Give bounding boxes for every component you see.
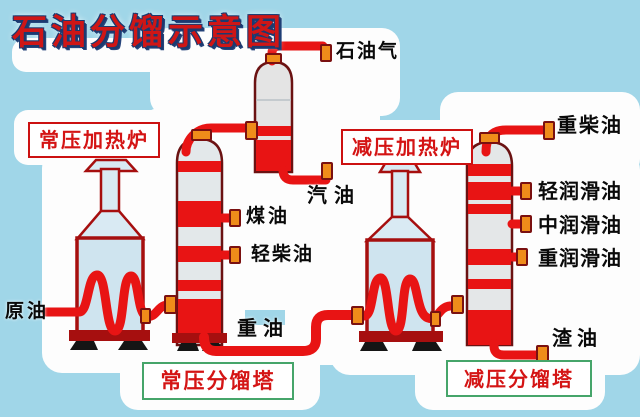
furnace-base bbox=[69, 330, 150, 341]
atmospheric-tower-label: 常压分馏塔 bbox=[142, 362, 294, 400]
furnace-foot bbox=[70, 341, 98, 350]
kerosene-label: 煤油 bbox=[246, 205, 291, 227]
atmospheric-tower bbox=[172, 137, 227, 351]
tray-band bbox=[178, 246, 221, 262]
tray-band bbox=[468, 164, 511, 176]
vacuum-tower-label: 减压分馏塔 bbox=[446, 360, 592, 397]
furnace-foot bbox=[360, 342, 388, 351]
tower-bottoms-liquid bbox=[468, 310, 511, 345]
kerosene-valve bbox=[229, 209, 241, 227]
furnace-outlet-valve bbox=[140, 308, 151, 324]
light-diesel-valve bbox=[229, 246, 241, 264]
separator-cap bbox=[265, 53, 282, 64]
heavy-diesel-label: 重柴油 bbox=[557, 113, 623, 137]
light-lube-valve bbox=[520, 182, 532, 200]
petroleum-gas-valve bbox=[320, 44, 332, 62]
gasoline-label: 汽油 bbox=[307, 183, 361, 207]
pipes bbox=[41, 41, 551, 360]
page-title: 石油分馏示意图 bbox=[12, 13, 286, 53]
petroleum-gas-label: 石油气 bbox=[336, 40, 400, 62]
tray-band bbox=[468, 204, 511, 214]
tray-band bbox=[178, 280, 221, 291]
separator-liquid bbox=[256, 140, 291, 171]
tray-band bbox=[468, 249, 511, 265]
residual-oil-label: 渣油 bbox=[552, 326, 602, 350]
tower-cap bbox=[191, 129, 212, 141]
furnace-foot bbox=[118, 341, 148, 350]
furnace-base bbox=[359, 331, 443, 342]
tray-band bbox=[468, 279, 511, 289]
medium-lube-label: 中润滑油 bbox=[538, 213, 622, 237]
heavy-oil-label: 重油 bbox=[237, 316, 289, 340]
tower-trays bbox=[178, 161, 221, 335]
atmospheric-furnace-label: 常压加热炉 bbox=[28, 122, 160, 158]
medium-lube-valve bbox=[520, 215, 532, 233]
separator-inlet-valve bbox=[245, 121, 258, 140]
heavy-diesel-valve bbox=[543, 121, 555, 140]
separator-band bbox=[256, 126, 291, 136]
petroleum-gas-pipe bbox=[267, 41, 328, 66]
furnace-inlet-valve bbox=[351, 306, 364, 325]
vacuum-furnace-coil bbox=[359, 273, 455, 336]
tower-trays bbox=[468, 164, 511, 345]
furnace-outlet-valve bbox=[430, 311, 441, 327]
light-diesel-label: 轻柴油 bbox=[251, 243, 315, 265]
heavy-lube-label: 重润滑油 bbox=[538, 246, 622, 270]
tower-cap bbox=[479, 132, 500, 144]
vacuum-furnace-label: 减压加热炉 bbox=[341, 129, 473, 165]
tower-foot bbox=[177, 343, 199, 351]
gasoline-pipe bbox=[278, 165, 331, 185]
light-lube-label: 轻润滑油 bbox=[538, 179, 622, 203]
tower-inlet-valve bbox=[164, 295, 177, 314]
furnace-foot bbox=[412, 342, 442, 351]
furnace-chimney bbox=[390, 169, 410, 219]
furnace-chimney bbox=[99, 167, 121, 214]
tower-inlet-valve bbox=[451, 295, 464, 314]
tower-bottoms-liquid bbox=[178, 299, 221, 335]
tray-band bbox=[178, 201, 221, 227]
tray-band bbox=[178, 161, 221, 172]
vacuum-tower bbox=[465, 140, 514, 347]
heavy-oil-pipe bbox=[199, 310, 362, 356]
residual-oil-pipe bbox=[489, 338, 545, 360]
tray-band bbox=[468, 182, 511, 200]
heavy-lube-valve bbox=[516, 248, 528, 266]
gasoline-valve bbox=[321, 162, 333, 180]
gasoline-separator bbox=[253, 60, 294, 174]
crude-oil-label: 原油 bbox=[5, 300, 50, 322]
